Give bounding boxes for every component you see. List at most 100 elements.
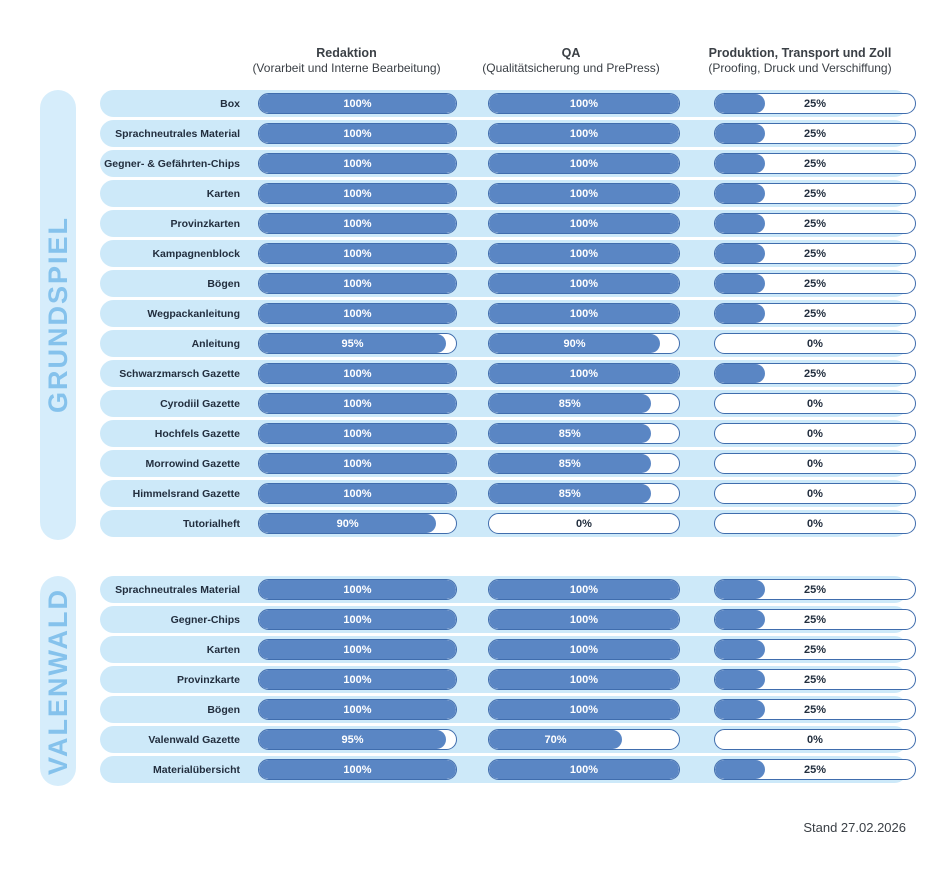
progress-value: 100% [343,613,372,626]
progress-value: 100% [569,277,599,290]
progress-bar-qa: 100% [488,363,680,384]
table-row: Wegpackanleitung 100% 100% 25% [100,300,916,327]
progress-value: 100% [569,187,599,200]
column-subtitle: (Qualitätsicherung und PrePress) [482,61,660,75]
progress-fill [259,580,456,599]
row-label: Schwarzmarsch Gazette [119,367,240,380]
progress-fill [259,274,456,293]
row-label: Karten [206,187,240,200]
progress-bar-qa: 100% [488,183,680,204]
progress-bar-redaktion: 100% [258,609,457,630]
progress-fill [489,730,622,749]
progress-value: 25% [803,127,827,140]
progress-value: 25% [803,247,827,260]
progress-bar-produktion: 25% [714,579,916,600]
section-label-pill: VALENWALD [40,576,76,786]
progress-bar-redaktion: 100% [258,213,457,234]
progress-value: 25% [803,307,827,320]
progress-fill [259,94,456,113]
progress-fill [489,364,679,383]
progress-fill [259,760,456,779]
progress-bar-produktion: 0% [714,513,916,534]
table-row: Bögen 100% 100% 25% [100,696,916,723]
progress-value: 0% [807,517,823,530]
column-header-redaktion: Redaktion (Vorarbeit und Interne Bearbei… [248,46,445,76]
section: GRUNDSPIEL Box 100% 100% 25% Sprachneutr… [40,90,928,540]
progress-bar-redaktion: 100% [258,153,457,174]
row-label: Karten [206,643,240,656]
table-row: Morrowind Gazette 100% 85% 0% [100,450,916,477]
table-row: Valenwald Gazette 95% 70% 0% [100,726,916,753]
progress-fill [489,334,660,353]
progress-value: 25% [803,157,827,170]
progress-value: 100% [569,673,599,686]
progress-fill [715,640,765,659]
progress-bar-qa: 85% [488,483,680,504]
progress-fill [259,700,456,719]
progress-value: 100% [343,217,372,230]
progress-fill [259,334,447,353]
progress-fill [489,274,679,293]
row-label: Bögen [207,277,240,290]
progress-bar-qa: 100% [488,93,680,114]
progress-value: 100% [569,157,599,170]
progress-bar-redaktion: 100% [258,183,457,204]
progress-value: 0% [807,487,823,500]
progress-value: 100% [343,703,372,716]
row-label: Sprachneutrales Material [115,127,240,140]
table-row: Bögen 100% 100% 25% [100,270,916,297]
table-row: Schwarzmarsch Gazette 100% 100% 25% [100,360,916,387]
progress-bar-produktion: 25% [714,123,916,144]
progress-bar-qa: 90% [488,333,680,354]
table-row: Sprachneutrales Material 100% 100% 25% [100,576,916,603]
row-label: Box [220,97,240,110]
progress-value: 25% [803,277,827,290]
progress-fill [259,640,456,659]
progress-value: 100% [343,277,372,290]
progress-fill [489,154,679,173]
table-row: Provinzkarten 100% 100% 25% [100,210,916,237]
progress-bar-redaktion: 100% [258,699,457,720]
progress-fill [489,640,679,659]
progress-value: 0% [576,517,592,530]
progress-value: 100% [343,157,372,170]
progress-fill [715,580,765,599]
progress-fill [715,154,765,173]
progress-value: 95% [341,337,364,350]
column-title: Produktion, Transport und Zoll [708,46,892,60]
progress-bar-qa: 85% [488,453,680,474]
row-label: Provinzkarte [176,673,240,686]
progress-fill [259,214,456,233]
progress-fill [715,274,765,293]
progress-fill [715,610,765,629]
progress-value: 95% [341,733,364,746]
progress-value: 100% [569,97,599,110]
progress-bar-qa: 85% [488,423,680,444]
progress-bar-redaktion: 100% [258,93,457,114]
progress-value: 0% [807,337,823,350]
progress-fill [259,514,437,533]
progress-fill [259,364,456,383]
progress-bar-redaktion: 100% [258,303,457,324]
progress-bar-redaktion: 95% [258,729,457,750]
progress-bar-redaktion: 100% [258,759,457,780]
progress-fill [489,670,679,689]
progress-value: 100% [569,217,599,230]
progress-fill [715,670,765,689]
progress-value: 85% [558,397,581,410]
section-label-pill: GRUNDSPIEL [40,90,76,540]
row-label: Sprachneutrales Material [115,583,240,596]
progress-value: 100% [343,583,372,596]
progress-fill [489,424,651,443]
progress-value: 0% [807,427,823,440]
progress-bar-produktion: 25% [714,669,916,690]
row-label: Hochfels Gazette [154,427,240,440]
section-label: VALENWALD [42,587,73,775]
progress-fill [489,214,679,233]
row-label: Bögen [207,703,240,716]
table-row: Materialübersicht 100% 100% 25% [100,756,916,783]
progress-bar-qa: 100% [488,609,680,630]
progress-value: 70% [544,733,567,746]
table-row: Sprachneutrales Material 100% 100% 25% [100,120,916,147]
progress-bar-redaktion: 100% [258,423,457,444]
